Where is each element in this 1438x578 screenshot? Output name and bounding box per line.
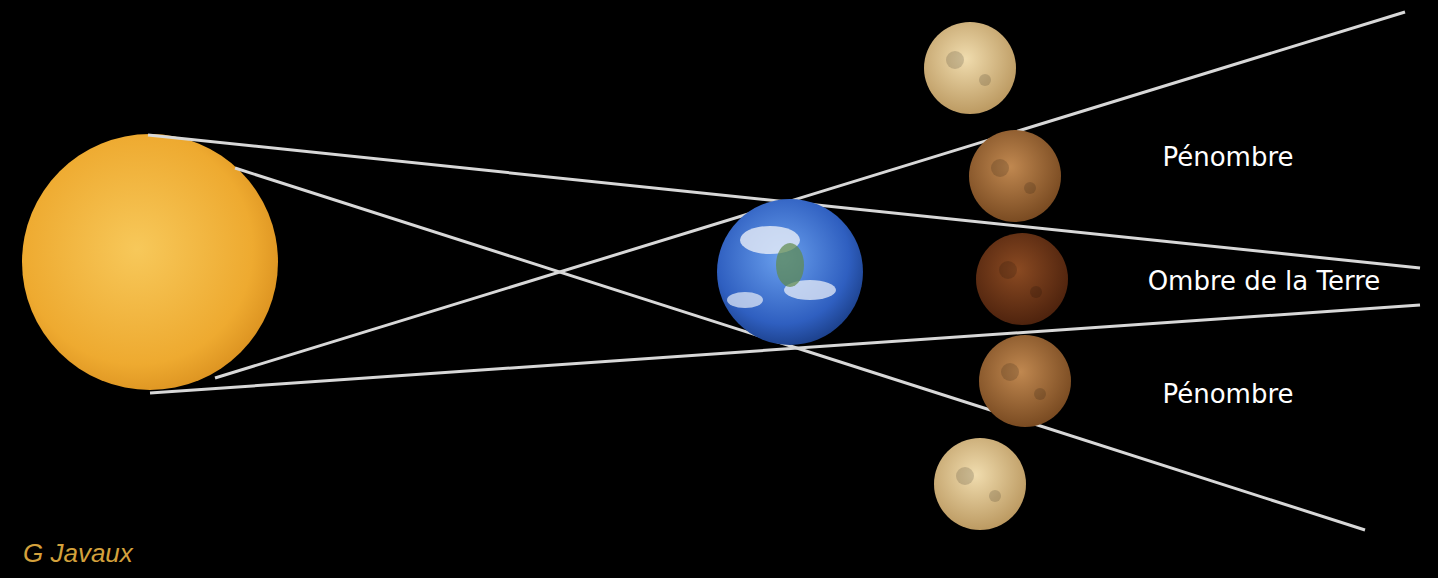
region-label: Pénombre (1159, 379, 1296, 409)
earth (717, 199, 863, 345)
shadow-lines (148, 12, 1420, 530)
watermark: G Javaux (20, 538, 136, 568)
region-label: Pénombre (1159, 142, 1296, 172)
region-label: Ombre de la Terre (1145, 266, 1384, 296)
sun (22, 134, 278, 390)
moons (924, 22, 1071, 530)
